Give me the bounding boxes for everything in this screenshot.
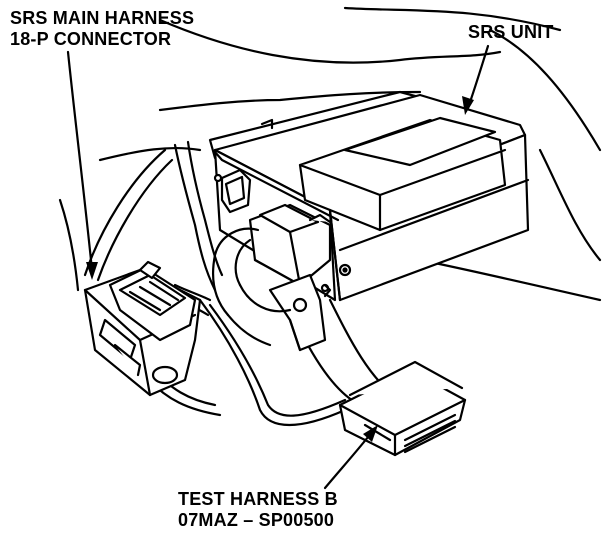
body-contour-front-left bbox=[58, 198, 80, 292]
main-harness-label-line2: 18-P CONNECTOR bbox=[10, 29, 172, 49]
test-harness-label-line1: TEST HARNESS B bbox=[178, 489, 338, 509]
arrow-main-harness-line bbox=[66, 50, 94, 272]
test-harness-b-connector bbox=[338, 360, 467, 457]
srs-unit-small-connector bbox=[220, 168, 252, 214]
body-contour-floor bbox=[418, 258, 602, 302]
body-contour-mid bbox=[158, 18, 502, 64]
arrow-heads bbox=[86, 96, 474, 442]
arrow-test-harness-line bbox=[323, 430, 374, 490]
connector-bracket bbox=[268, 273, 327, 352]
arrow-main-harness-head bbox=[86, 262, 98, 280]
body-contour-floor-right bbox=[538, 148, 602, 262]
srs-main-harness-connector-plug bbox=[108, 266, 197, 342]
test-harness-label: TEST HARNESS B 07MAZ – SP00500 bbox=[178, 489, 338, 531]
test-harness-label-line2: 07MAZ – SP00500 bbox=[178, 510, 335, 530]
main-harness-label: SRS MAIN HARNESS 18-P CONNECTOR bbox=[10, 8, 194, 50]
body-contour-tunnel bbox=[98, 146, 202, 162]
body-contour-left bbox=[158, 90, 422, 112]
srs-unit-label-text: SRS UNIT bbox=[468, 22, 554, 42]
srs-unit-label: SRS UNIT bbox=[468, 22, 554, 43]
srs-unit-flange bbox=[328, 208, 342, 302]
body-contour-right bbox=[488, 28, 602, 152]
test-harness-ribs bbox=[403, 413, 457, 454]
connector-locking-tab bbox=[138, 260, 162, 280]
body-contour-upper bbox=[343, 6, 562, 32]
arrow-srs-unit-head bbox=[462, 96, 474, 115]
srs-unit-cover-top bbox=[343, 116, 497, 167]
arrow-test-harness-head bbox=[363, 425, 378, 442]
main-harness-label-line1: SRS MAIN HARNESS bbox=[10, 8, 195, 28]
